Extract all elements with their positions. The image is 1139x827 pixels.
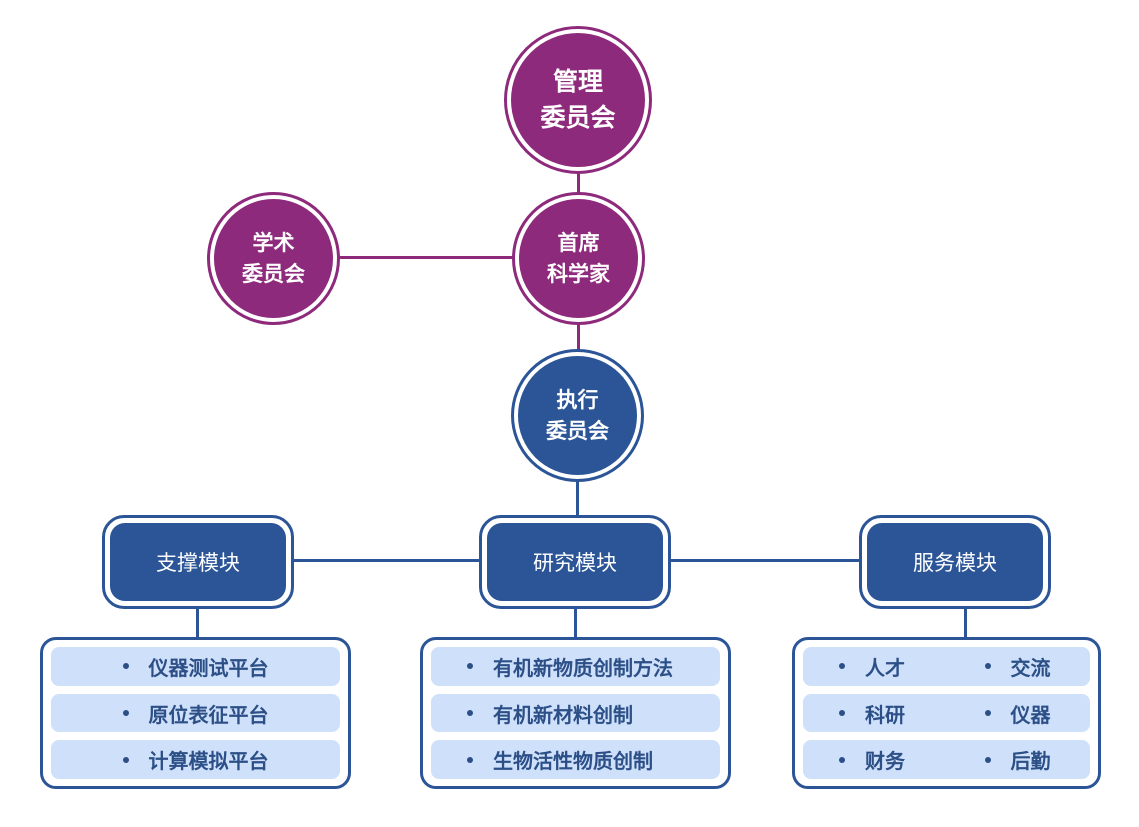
bullet-icon — [839, 756, 845, 763]
bullet-icon — [984, 663, 991, 670]
service-module-list: 人才 交流 科研 仪器 财务 后勤 — [792, 637, 1101, 789]
node-label-line2: 委员会 — [242, 261, 305, 286]
list-item-label: 生物活性物质创制 — [493, 749, 653, 774]
list-cell: 财务 — [803, 745, 945, 774]
connector-support-research — [292, 559, 481, 562]
bullet-icon — [984, 710, 991, 716]
bullet-icon — [839, 710, 845, 716]
connector-management-chief — [577, 172, 580, 194]
list-item: 原位表征平台 — [51, 693, 340, 733]
list-item-label: 仪器 — [1010, 702, 1051, 727]
node-label-line1: 管理 — [552, 66, 603, 96]
node-label-line1: 首席 — [557, 231, 600, 256]
node-label-line2: 科学家 — [547, 261, 610, 286]
support-module-label: 支撑模块 — [110, 523, 286, 601]
executive-committee-label: 执行 委员会 — [518, 356, 637, 475]
academic-committee-label: 学术 委员会 — [214, 199, 333, 318]
research-module-node[interactable]: 研究模块 — [479, 515, 671, 609]
list-item-label: 后勤 — [1010, 749, 1051, 774]
bullet-icon — [467, 663, 473, 670]
research-module-label: 研究模块 — [487, 523, 663, 601]
bullet-icon — [122, 710, 129, 716]
connector-research-list — [574, 607, 577, 638]
bullet-icon — [984, 756, 991, 763]
list-item: 计算模拟平台 — [51, 740, 340, 780]
connector-service-list — [964, 607, 967, 638]
list-item: 有机新材料创制 — [431, 693, 720, 733]
list-item-label: 科研 — [865, 702, 905, 727]
list-item: 生物活性物质创制 — [431, 740, 720, 780]
bullet-icon — [122, 663, 129, 670]
research-module-list: 有机新物质创制方法 有机新材料创制 生物活性物质创制 — [420, 637, 731, 789]
list-item-label: 人才 — [865, 655, 905, 680]
list-item-label: 仪器测试平台 — [148, 655, 269, 680]
list-cell: 仪器 — [945, 699, 1091, 728]
support-module-node[interactable]: 支撑模块 — [102, 515, 294, 609]
chief-scientist-node[interactable]: 首席 科学家 — [512, 192, 645, 325]
executive-committee-node[interactable]: 执行 委员会 — [511, 349, 644, 482]
connector-academic-chief — [338, 256, 514, 259]
bullet-icon — [122, 756, 129, 763]
list-cell: 人才 — [803, 652, 945, 681]
list-item: 有机新物质创制方法 — [431, 647, 720, 686]
list-item-label: 有机新材料创制 — [493, 702, 633, 727]
list-item-label: 交流 — [1010, 655, 1051, 680]
node-label-line2: 委员会 — [540, 103, 616, 132]
connector-chief-executive — [577, 323, 580, 351]
connector-research-service — [669, 559, 861, 562]
management-committee-node[interactable]: 管理 委员会 — [504, 26, 652, 174]
node-label-line2: 委员会 — [546, 418, 609, 443]
academic-committee-node[interactable]: 学术 委员会 — [207, 192, 340, 325]
list-item-label: 计算模拟平台 — [148, 749, 269, 774]
bullet-icon — [467, 756, 473, 763]
connector-executive-research — [576, 480, 579, 516]
service-module-node[interactable]: 服务模块 — [859, 515, 1051, 609]
service-module-label: 服务模块 — [867, 523, 1043, 601]
list-item: 人才 交流 — [803, 647, 1090, 686]
list-cell: 交流 — [945, 652, 1091, 681]
list-cell: 后勤 — [945, 745, 1091, 774]
list-item-label: 原位表征平台 — [148, 702, 269, 727]
chief-scientist-label: 首席 科学家 — [519, 199, 638, 318]
management-committee-label: 管理 委员会 — [511, 33, 645, 167]
node-label-line1: 学术 — [252, 231, 295, 256]
list-item-label: 有机新物质创制方法 — [493, 655, 673, 680]
bullet-icon — [467, 710, 473, 716]
list-item: 科研 仪器 — [803, 693, 1091, 733]
support-module-list: 仪器测试平台 原位表征平台 计算模拟平台 — [40, 637, 351, 789]
list-item-label: 财务 — [865, 749, 905, 774]
list-item: 财务 后勤 — [803, 740, 1091, 780]
node-label-line1: 执行 — [556, 388, 599, 413]
list-cell: 科研 — [803, 699, 945, 728]
connector-support-list — [196, 607, 199, 638]
list-item: 仪器测试平台 — [51, 647, 340, 686]
bullet-icon — [839, 663, 845, 670]
